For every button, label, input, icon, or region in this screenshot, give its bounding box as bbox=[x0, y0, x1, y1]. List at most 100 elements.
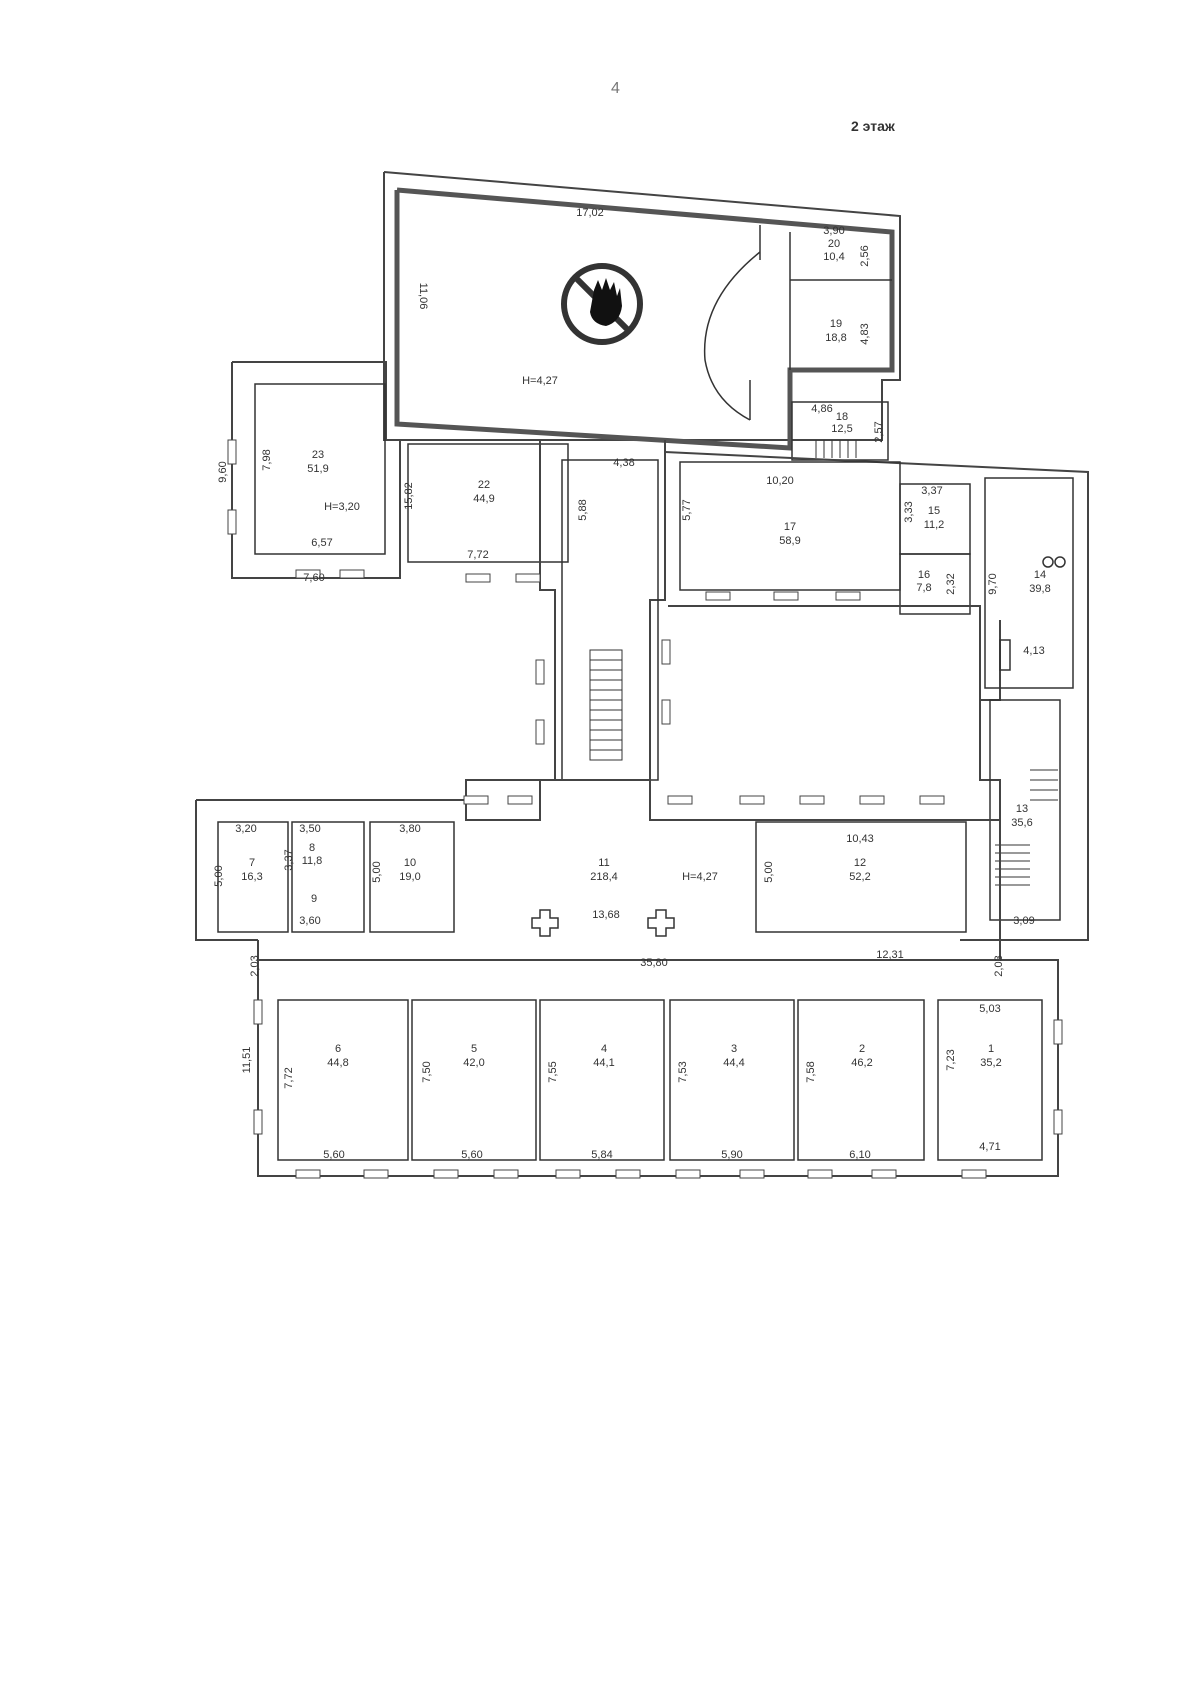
dim-label: 3,50 bbox=[299, 823, 320, 835]
dim-label: 3,37 bbox=[283, 849, 295, 870]
windows bbox=[227, 439, 1063, 1179]
dim-label: 3,80 bbox=[399, 823, 420, 835]
south-wing bbox=[257, 959, 1059, 1177]
room-7-area: 16,3 bbox=[241, 871, 262, 883]
room-14-area: 39,8 bbox=[1029, 583, 1050, 595]
dim-label: 5,00 bbox=[763, 861, 775, 882]
height-label: H=3,20 bbox=[324, 501, 360, 513]
room-23-number: 23 bbox=[312, 449, 324, 461]
room-11-number: 11 bbox=[598, 857, 609, 869]
room-10-number: 10 bbox=[404, 857, 416, 869]
room-17-number: 17 bbox=[784, 521, 796, 533]
height-label: H=4,27 bbox=[682, 871, 718, 883]
dim-label: 2,03 bbox=[249, 955, 261, 976]
dim-label: 5,60 bbox=[323, 1149, 344, 1161]
dim-label: 2,56 bbox=[859, 245, 871, 266]
dimension-labels: 17,02 11,06 H=4,27 3,90 2,56 4,83 4,86 2… bbox=[213, 207, 1045, 1161]
room-19-number: 19 bbox=[830, 318, 842, 330]
room-5-number: 5 bbox=[471, 1043, 477, 1055]
room-22-outline bbox=[407, 443, 569, 563]
dim-label: 9,70 bbox=[987, 573, 999, 594]
room-7-number: 7 bbox=[249, 857, 255, 869]
room-5-area: 42,0 bbox=[463, 1057, 484, 1069]
dim-label: 2,03 bbox=[993, 955, 1005, 976]
room-8-area: 11,8 bbox=[302, 855, 323, 867]
dim-label: 7,98 bbox=[261, 449, 273, 470]
dim-label: 6,10 bbox=[849, 1149, 870, 1161]
room-1-area: 35,2 bbox=[980, 1057, 1001, 1069]
dim-label: 4,83 bbox=[859, 323, 871, 344]
room-6-number: 6 bbox=[335, 1043, 341, 1055]
pillar-right bbox=[647, 909, 675, 937]
main-block bbox=[195, 779, 1001, 960]
dim-label: 5,90 bbox=[721, 1149, 742, 1161]
room-1-number: 1 bbox=[988, 1043, 994, 1055]
dim-label: 3,37 bbox=[921, 485, 942, 497]
room-18-area: 12,5 bbox=[831, 423, 852, 435]
dim-label: 2,57 bbox=[873, 421, 885, 442]
dim-label: 5,60 bbox=[461, 1149, 482, 1161]
room-3-area: 44,4 bbox=[723, 1057, 744, 1069]
central-corridor bbox=[465, 440, 666, 820]
dim-label: 5,84 bbox=[591, 1149, 612, 1161]
room-11-area: 218,4 bbox=[590, 871, 618, 883]
room-4-area: 44,1 bbox=[593, 1057, 614, 1069]
dim-label: 7,53 bbox=[677, 1061, 689, 1082]
room-20-area: 10,4 bbox=[823, 251, 844, 263]
dim-label: 7,50 bbox=[421, 1061, 433, 1082]
dim-label: 7,60 bbox=[303, 572, 324, 584]
dim-label: 3,09 bbox=[1013, 915, 1034, 927]
room-22-number: 22 bbox=[478, 479, 490, 491]
dim-label: 5,03 bbox=[979, 1003, 1000, 1015]
room-16-area: 7,8 bbox=[916, 582, 931, 594]
room-16-number: 16 bbox=[918, 569, 930, 581]
room-6-area: 44,8 bbox=[327, 1057, 348, 1069]
dim-label: 11,06 bbox=[417, 283, 429, 310]
dim-label: 5,77 bbox=[681, 499, 693, 520]
room-15-area: 11,2 bbox=[924, 519, 945, 531]
room-labels: 1 35,2 2 46,2 3 44,4 4 44,1 5 42,0 6 44,… bbox=[241, 238, 1050, 1069]
dim-label: 3,20 bbox=[235, 823, 256, 835]
dim-label: 3,90 bbox=[823, 225, 844, 237]
dim-label: 15,82 bbox=[403, 482, 415, 510]
dim-label: 2,32 bbox=[945, 573, 957, 594]
dim-label: 5,00 bbox=[213, 865, 225, 886]
dim-label: 7,23 bbox=[945, 1049, 957, 1070]
dim-label: 3,60 bbox=[299, 915, 320, 927]
dim-label: 5,00 bbox=[371, 861, 383, 882]
room-8-number: 8 bbox=[309, 842, 315, 854]
dim-label: 13,68 bbox=[592, 909, 620, 921]
dim-label: 35,80 bbox=[640, 957, 668, 969]
room-12-area: 52,2 bbox=[849, 871, 870, 883]
page-number: 4 bbox=[611, 80, 620, 97]
dim-label: 12,31 bbox=[876, 949, 904, 961]
no-entry-hand-icon bbox=[561, 263, 643, 345]
dim-label: 7,55 bbox=[547, 1061, 559, 1082]
dim-label: 17,02 bbox=[576, 207, 604, 219]
dim-label: 4,71 bbox=[979, 1141, 1000, 1153]
room-4-number: 4 bbox=[601, 1043, 607, 1055]
dim-label: 10,20 bbox=[766, 475, 794, 487]
dim-label: 6,57 bbox=[311, 537, 332, 549]
room-20-number: 20 bbox=[828, 238, 840, 250]
room-2-number: 2 bbox=[859, 1043, 865, 1055]
room-14-number: 14 bbox=[1034, 569, 1046, 581]
dim-label: 10,43 bbox=[846, 833, 874, 845]
room-19-area: 18,8 bbox=[825, 332, 846, 344]
room-2-area: 46,2 bbox=[851, 1057, 872, 1069]
dim-label: 4,86 bbox=[811, 403, 832, 415]
dim-label: 4,13 bbox=[1023, 645, 1044, 657]
height-label: H=4,27 bbox=[522, 375, 558, 387]
room-23-area: 51,9 bbox=[307, 463, 328, 475]
room-15-number: 15 bbox=[928, 505, 940, 517]
room-13-number: 13 bbox=[1016, 803, 1028, 815]
dim-label: 3,33 bbox=[903, 501, 915, 522]
upper-annex bbox=[383, 171, 901, 451]
dim-label: 5,88 bbox=[577, 499, 589, 520]
room-17-area: 58,9 bbox=[779, 535, 800, 547]
dim-label: 9,60 bbox=[217, 461, 229, 482]
dim-label: 7,72 bbox=[283, 1067, 295, 1088]
room-22-area: 44,9 bbox=[473, 493, 494, 505]
dim-label: 7,58 bbox=[805, 1061, 817, 1082]
